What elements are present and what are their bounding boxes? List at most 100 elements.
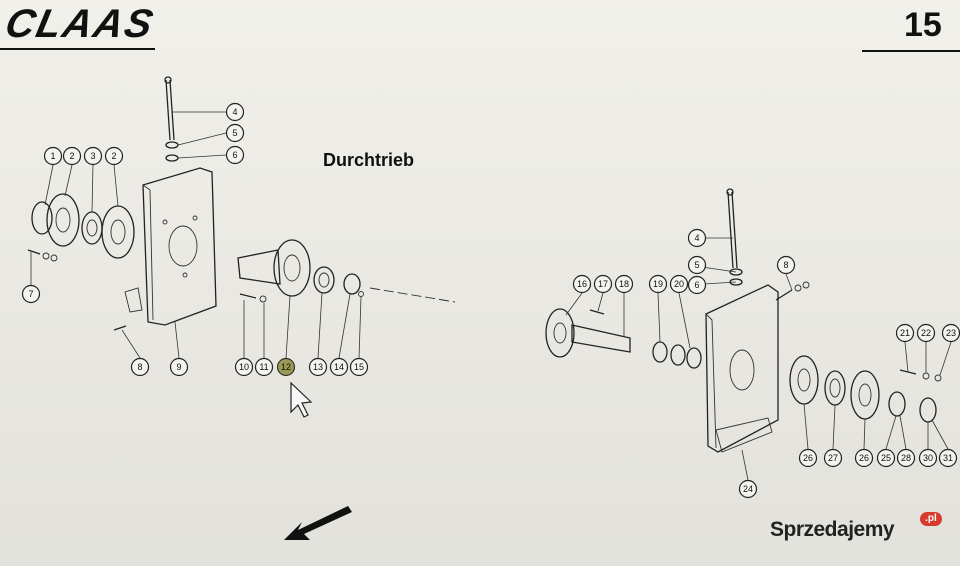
watermark-text: Sprzedajemy (770, 518, 895, 541)
bearing-bore-13 (318, 272, 330, 288)
part-callout-31[interactable]: 31 (938, 448, 958, 468)
callout-circle (225, 102, 245, 122)
leader-line (885, 415, 897, 450)
part-callout-17[interactable]: 17 (593, 274, 613, 294)
flange-part-1 (31, 201, 53, 235)
nut-part (165, 154, 179, 162)
callout-circle (687, 255, 707, 275)
bolt-part-8-right (775, 289, 793, 301)
bolt-part-17 (589, 309, 605, 315)
part-callout-23[interactable]: 23 (941, 323, 960, 343)
bolt-part-10 (239, 293, 257, 299)
callout-label: 27 (828, 453, 838, 463)
washer-part-7 (42, 252, 50, 260)
left-assembly (27, 76, 456, 359)
callout-label: 14 (334, 362, 344, 372)
part-callout-4[interactable]: 4 (225, 102, 245, 122)
part-callout-20[interactable]: 20 (669, 274, 689, 294)
part-callout-15[interactable]: 15 (349, 357, 369, 377)
part-callout-5[interactable]: 5 (225, 123, 245, 143)
part-callout-4[interactable]: 4 (687, 228, 707, 248)
part-callout-6[interactable]: 6 (687, 275, 707, 295)
part-callout-19[interactable]: 19 (648, 274, 668, 294)
part-callout-16[interactable]: 16 (572, 274, 592, 294)
part-callout-8[interactable]: 8 (130, 357, 150, 377)
callout-label: 7 (28, 289, 33, 299)
callout-circle (254, 357, 274, 377)
part-callout-21[interactable]: 21 (895, 323, 915, 343)
part-callout-3[interactable]: 3 (83, 146, 103, 166)
callout-circle (854, 448, 874, 468)
callout-circle (169, 357, 189, 377)
part-callout-7[interactable]: 7 (21, 284, 41, 304)
callout-label: 25 (881, 453, 891, 463)
callout-label: 22 (921, 328, 931, 338)
bolt-part-8 (113, 325, 127, 331)
shaft-flange-12 (273, 239, 311, 297)
callout-label: 28 (901, 453, 911, 463)
callout-label: 16 (577, 279, 587, 289)
callout-label: 2 (111, 151, 116, 161)
callout-label: 4 (694, 233, 699, 243)
bearing-part-27-bore (829, 378, 841, 398)
part-callout-8[interactable]: 8 (776, 255, 796, 275)
part-callout-24[interactable]: 24 (738, 479, 758, 499)
part-callout-22[interactable]: 22 (916, 323, 936, 343)
flange-part-26b (850, 370, 880, 420)
nut-part-7 (50, 254, 58, 262)
callout-label: 19 (653, 279, 663, 289)
part-callout-2[interactable]: 2 (62, 146, 82, 166)
leader-line (177, 132, 227, 146)
callout-circle (876, 448, 896, 468)
nut-part-23 (934, 374, 942, 382)
part-callout-28[interactable]: 28 (896, 448, 916, 468)
splined-shaft (237, 249, 281, 285)
housing-bore-right (729, 349, 755, 391)
screw-part-15 (358, 291, 364, 297)
part-callout-26[interactable]: 26 (798, 448, 818, 468)
part-callout-10[interactable]: 10 (234, 357, 254, 377)
part-callout-11[interactable]: 11 (254, 357, 274, 377)
part-callout-9[interactable]: 9 (169, 357, 189, 377)
housing-base-right (715, 417, 773, 453)
part-callout-1[interactable]: 1 (43, 146, 63, 166)
mouse-cursor-icon (290, 381, 313, 418)
leader-line (44, 164, 54, 206)
leader-line (338, 293, 351, 359)
part-callout-14[interactable]: 14 (329, 357, 349, 377)
callout-circle (225, 123, 245, 143)
callout-label: 2 (69, 151, 74, 161)
part-callout-27[interactable]: 27 (823, 448, 843, 468)
callout-label: 15 (354, 362, 364, 372)
callout-circle (329, 357, 349, 377)
part-callout-12[interactable]: 12 (276, 357, 296, 377)
back-arrow-icon[interactable] (284, 506, 352, 540)
part-callout-2[interactable]: 2 (104, 146, 124, 166)
callout-label: 11 (259, 362, 268, 372)
housing-hole (192, 215, 198, 221)
washer-part (165, 141, 179, 149)
callout-label: 8 (137, 362, 142, 372)
callout-circle (916, 323, 936, 343)
part-callout-26[interactable]: 26 (854, 448, 874, 468)
watermark-badge: .pl (920, 512, 942, 526)
part-callout-5[interactable]: 5 (687, 255, 707, 275)
part-callout-6[interactable]: 6 (225, 145, 245, 165)
rod-head (164, 76, 172, 84)
axis-line (369, 287, 456, 303)
part-callout-13[interactable]: 13 (308, 357, 328, 377)
part-callout-25[interactable]: 25 (876, 448, 896, 468)
leader-line (565, 292, 583, 316)
callout-circle (83, 146, 103, 166)
housing-hole (182, 272, 188, 278)
washer-part-20b (686, 347, 702, 369)
shaft-flange-bore (283, 254, 301, 282)
callout-label: 21 (900, 328, 910, 338)
callout-circle (798, 448, 818, 468)
part-callout-30[interactable]: 30 (918, 448, 938, 468)
leader-line (121, 329, 141, 359)
leader-line (657, 292, 661, 343)
part-callout-18[interactable]: 18 (614, 274, 634, 294)
leader-line (863, 418, 866, 450)
callout-circle (918, 448, 938, 468)
